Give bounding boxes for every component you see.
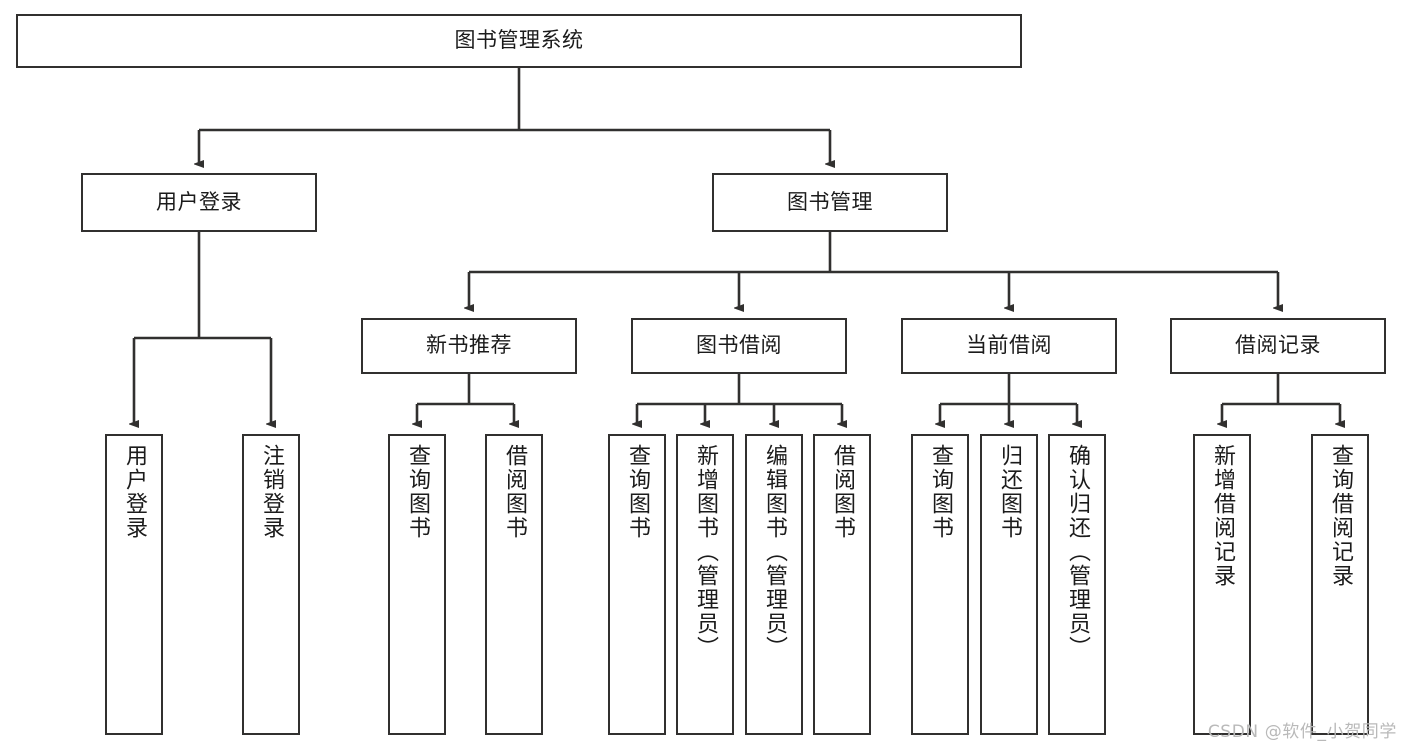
node-label: 查询图书 [927,444,953,540]
node-label: 借阅记录 [1235,333,1321,358]
node-label: 编辑图书（管理员） [761,444,787,660]
leaf-return-book[interactable]: 归还图书 [980,434,1038,735]
node-root-system[interactable]: 图书管理系统 [16,14,1022,68]
leaf-query-borrow-record[interactable]: 查询借阅记录 [1311,434,1369,735]
node-label: 注销登录 [258,444,284,540]
node-label: 新增图书（管理员） [692,444,718,660]
node-label: 确认归还（管理员） [1064,444,1090,660]
node-label: 用户登录 [121,444,147,540]
node-label: 图书管理 [787,189,873,214]
leaf-user-login[interactable]: 用户登录 [105,434,163,735]
node-label: 查询借阅记录 [1327,444,1353,588]
node-label: 查询图书 [624,444,650,540]
leaf-confirm-return-admin[interactable]: 确认归还（管理员） [1048,434,1106,735]
leaf-edit-book-admin[interactable]: 编辑图书（管理员） [745,434,803,735]
leaf-user-logout[interactable]: 注销登录 [242,434,300,735]
node-label: 图书管理系统 [454,28,584,53]
leaf-query-book-recommend[interactable]: 查询图书 [388,434,446,735]
node-current-borrow[interactable]: 当前借阅 [901,318,1117,374]
node-label: 归还图书 [996,444,1022,540]
node-borrow-record[interactable]: 借阅记录 [1170,318,1386,374]
leaf-query-book-current[interactable]: 查询图书 [911,434,969,735]
leaf-borrow-book-recommend[interactable]: 借阅图书 [485,434,543,735]
node-user-login[interactable]: 用户登录 [81,173,317,232]
leaf-query-book-borrow[interactable]: 查询图书 [608,434,666,735]
node-label: 新书推荐 [426,333,512,358]
leaf-add-borrow-record[interactable]: 新增借阅记录 [1193,434,1251,735]
node-label: 借阅图书 [829,444,855,540]
node-label: 新增借阅记录 [1209,444,1235,588]
leaf-borrow-book[interactable]: 借阅图书 [813,434,871,735]
node-label: 查询图书 [404,444,430,540]
leaf-add-book-admin[interactable]: 新增图书（管理员） [676,434,734,735]
node-new-book-recommend[interactable]: 新书推荐 [361,318,577,374]
node-book-management[interactable]: 图书管理 [712,173,948,232]
node-label: 当前借阅 [966,333,1052,358]
watermark-text: CSDN @软件_小贺同学 [1207,722,1397,742]
node-label: 用户登录 [156,189,242,214]
node-label: 借阅图书 [501,444,527,540]
node-book-borrow[interactable]: 图书借阅 [631,318,847,374]
node-label: 图书借阅 [696,333,782,358]
